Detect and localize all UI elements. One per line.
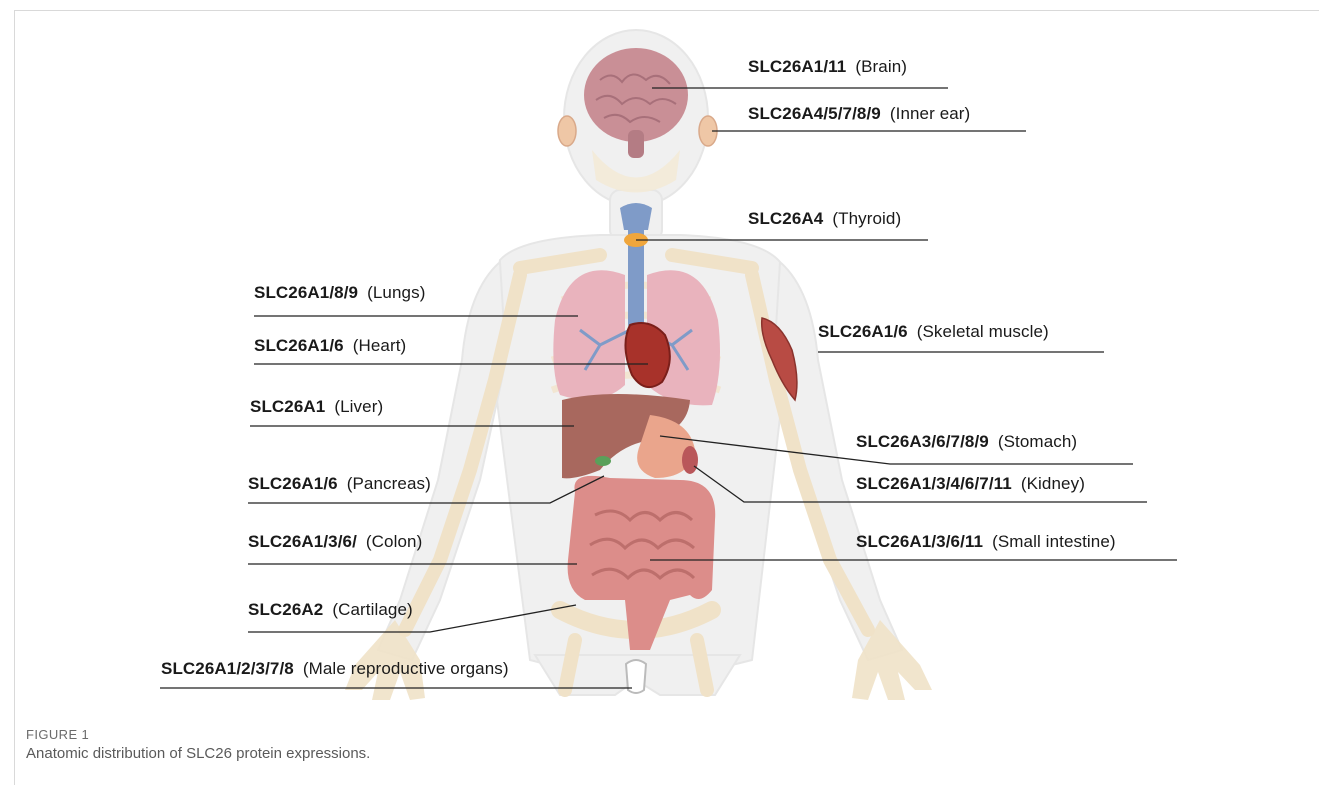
label-liver: SLC26A1(Liver): [250, 397, 383, 417]
label-brain: SLC26A1/11(Brain): [748, 57, 907, 77]
label-lungs: SLC26A1/8/9(Lungs): [254, 283, 425, 303]
label-cartilage: SLC26A2(Cartilage): [248, 600, 413, 620]
figure-number: FIGURE 1: [26, 727, 89, 742]
label-stomach: SLC26A3/6/7/8/9(Stomach): [856, 432, 1077, 452]
gallbladder-icon: [595, 456, 611, 466]
label-skeletal-muscle: SLC26A1/6(Skeletal muscle): [818, 322, 1049, 342]
label-colon: SLC26A1/3/6/(Colon): [248, 532, 422, 552]
label-inner-ear: SLC26A4/5/7/8/9(Inner ear): [748, 104, 970, 124]
label-kidney: SLC26A1/3/4/6/7/11(Kidney): [856, 474, 1085, 494]
label-pancreas: SLC26A1/6(Pancreas): [248, 474, 431, 494]
label-heart: SLC26A1/6(Heart): [254, 336, 406, 356]
label-male-reproductive: SLC26A1/2/3/7/8(Male reproductive organs…: [161, 659, 509, 679]
kidney-icon: [682, 446, 698, 474]
label-small-intestine: SLC26A1/3/6/11(Small intestine): [856, 532, 1116, 552]
label-thyroid: SLC26A4(Thyroid): [748, 209, 901, 229]
figure-caption: Anatomic distribution of SLC26 protein e…: [26, 745, 370, 762]
